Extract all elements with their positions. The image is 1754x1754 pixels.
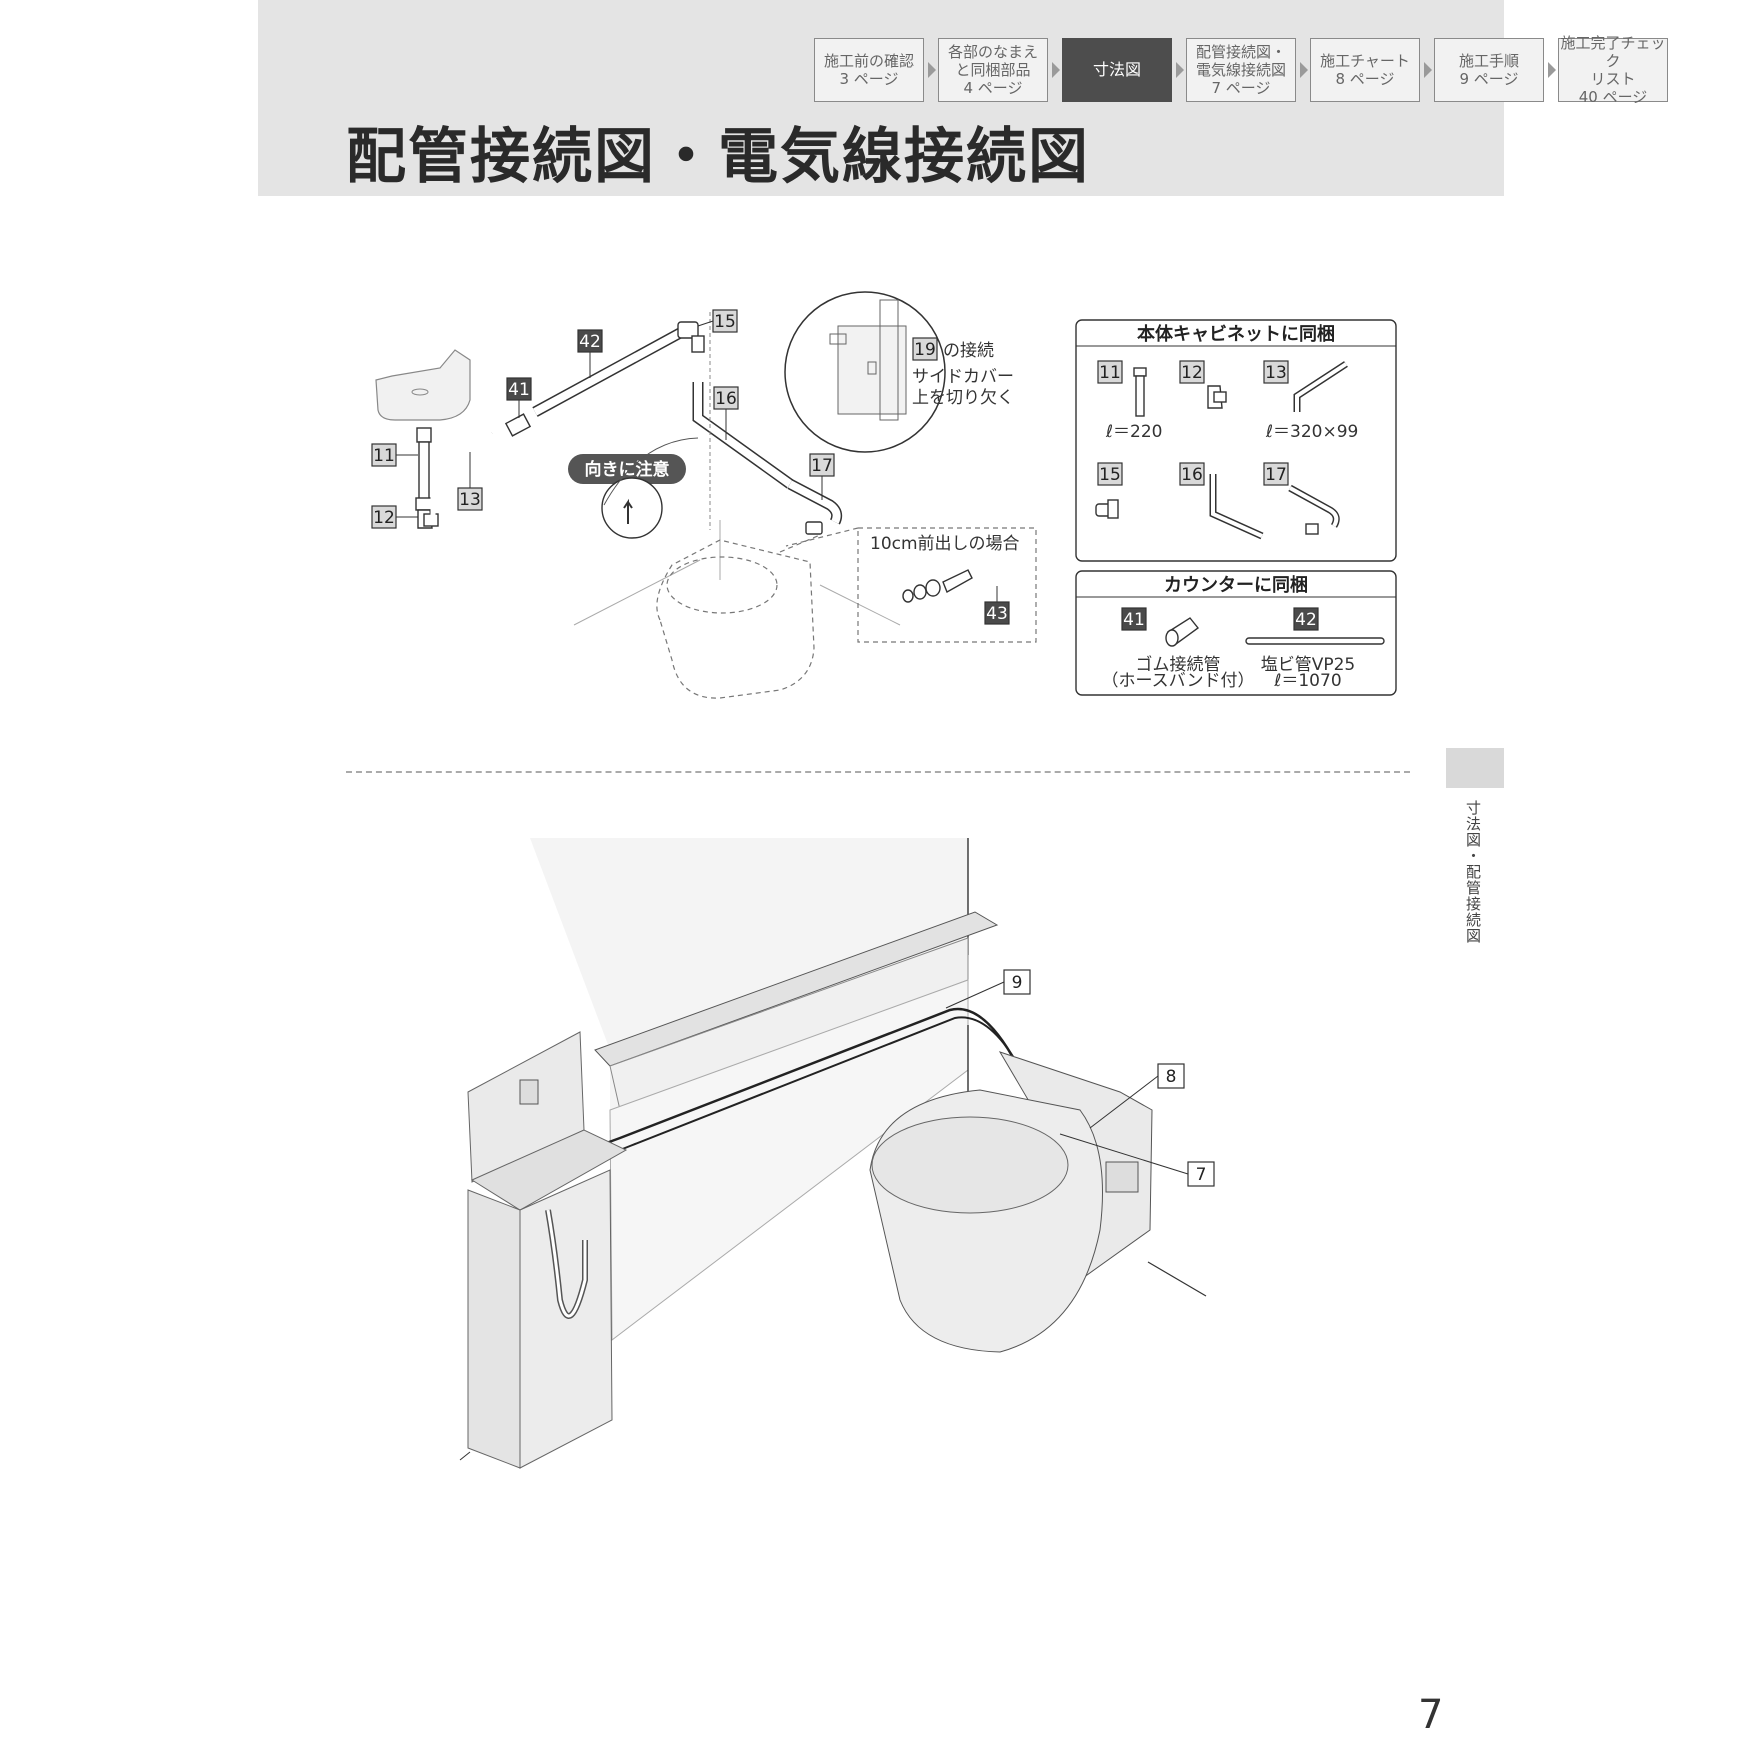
toilet-illustration [869, 1051, 1207, 1353]
panel-tag-13 [1263, 360, 1289, 384]
nav-step-part-names[interactable]: 各部のなまえ と同梱部品 4 ページ [938, 38, 1048, 102]
nav-step-dimensions[interactable]: 寸法図 [1062, 38, 1172, 102]
svg-text:41: 41 [508, 380, 530, 400]
nav-step-pre-check[interactable]: 施工前の確認 3 ページ [814, 38, 924, 102]
side-index-tab [1446, 748, 1504, 788]
panel-tag-12 [1179, 360, 1205, 384]
detail-note-line-3: 上を切り欠く [912, 388, 1014, 408]
callout-41: 41 [506, 377, 532, 418]
callout-19-label: 19 [914, 340, 936, 360]
caution-label: 向きに注意 [585, 459, 670, 480]
side-index-label: 寸法図・配管接続図 [1464, 800, 1482, 944]
svg-text:8: 8 [1166, 1067, 1177, 1087]
svg-text:42: 42 [579, 332, 601, 352]
cabinet-panel-title: 本体キャビネットに同梱 [1137, 323, 1335, 345]
chevron-right-icon [1052, 62, 1060, 78]
svg-text:9: 9 [1012, 973, 1023, 993]
part-42-name: 塩ビ管VP25 [1261, 655, 1356, 675]
part-15-elbow [677, 321, 705, 353]
part-17-elbow-pipe [787, 479, 843, 535]
sink-illustration [375, 349, 471, 421]
svg-text:16: 16 [715, 389, 737, 409]
detail-note-line-2: サイドカバー [912, 367, 1014, 387]
part-11-spec: ℓ＝220 [1105, 422, 1162, 442]
page-title: 配管接続図・電気線接続図 [346, 122, 1090, 192]
counter-parts-panel: カウンターに同梱 41 ゴム接続管 （ホースバンド付） 42 塩ビ管VP25 ℓ… [1075, 570, 1397, 696]
option-label: 10cm前出しの場合 [870, 534, 1020, 554]
nav-step-procedure[interactable]: 施工手順 9 ページ [1434, 38, 1544, 102]
callout-11: 11 [371, 443, 418, 467]
caution-badge: 向きに注意 [568, 437, 699, 539]
part-13-spec: ℓ＝320×99 [1265, 422, 1358, 442]
part-42-spec: ℓ＝1070 [1273, 671, 1341, 691]
section-divider [346, 771, 1410, 773]
callout-12: 12 [371, 505, 418, 529]
panel-tag-11 [1097, 360, 1123, 384]
panel-tag-42 [1293, 607, 1319, 631]
svg-text:16: 16 [1181, 465, 1203, 485]
part-41-rubber-joint [504, 413, 532, 437]
svg-text:42: 42 [1295, 610, 1317, 630]
panel-tag-16 [1179, 462, 1205, 486]
detail-note-line-1: の接続 [943, 341, 994, 361]
part-41-note: （ホースバンド付） [1102, 671, 1255, 691]
callout-19 [912, 337, 938, 361]
callout-8: 8 [1089, 1063, 1185, 1129]
callout-15: 15 [697, 309, 738, 333]
svg-text:17: 17 [1265, 465, 1287, 485]
panel-tag-17 [1263, 462, 1289, 486]
part-16-l-pipe [692, 382, 794, 489]
svg-text:15: 15 [714, 312, 736, 332]
piping-connection-diagram: 向きに注意 19 の接続 サイドカバー 上を切り欠く 10cm前出しの場合 11… [371, 291, 1397, 699]
svg-text:11: 11 [1099, 363, 1121, 383]
toilet-outline [656, 534, 821, 699]
callout-13: 13 [457, 452, 483, 511]
svg-text:7: 7 [1196, 1165, 1207, 1185]
panel-tag-41 [1121, 607, 1147, 631]
chevron-right-icon [1176, 62, 1184, 78]
chevron-right-icon [1300, 62, 1308, 78]
hand-wash-counter [459, 1031, 628, 1469]
svg-text:41: 41 [1123, 610, 1145, 630]
chevron-right-icon [1548, 62, 1556, 78]
wiring-installation-diagram: 9 8 7 [459, 838, 1215, 1469]
callout-9: 9 [945, 969, 1031, 1009]
nav-step-connection-diagram[interactable]: 配管接続図・ 電気線接続図 7 ページ [1186, 38, 1296, 102]
chevron-right-icon [928, 62, 936, 78]
part-41-name: ゴム接続管 [1136, 654, 1221, 675]
cabinet-parts-panel: 本体キャビネットに同梱 11 ℓ＝220 12 13 ℓ＝320×99 15 1… [1075, 319, 1397, 562]
chevron-right-icon [1424, 62, 1432, 78]
panel-tag-15 [1097, 462, 1123, 486]
svg-text:11: 11 [373, 446, 395, 466]
callout-16: 16 [713, 386, 739, 440]
page-header: 施工前の確認 3 ページ 各部のなまえ と同梱部品 4 ページ 寸法図 配管接続… [258, 0, 1668, 196]
callout-42: 42 [577, 329, 603, 378]
svg-text:12: 12 [373, 508, 395, 528]
callout-7: 7 [1059, 1133, 1215, 1187]
nav-step-checklist[interactable]: 施工完了チェック リスト 40 ページ [1558, 34, 1668, 106]
svg-text:13: 13 [459, 490, 481, 510]
part-11-pipe [415, 427, 433, 511]
callout-43: 43 [984, 586, 1010, 625]
page-number: 7 [1418, 1692, 1444, 1738]
callout-17: 17 [809, 453, 835, 500]
svg-text:13: 13 [1265, 363, 1287, 383]
detail-zoom-circle [784, 291, 946, 453]
counter-panel-title: カウンターに同梱 [1164, 574, 1308, 596]
option-10cm-box: 10cm前出しの場合 [785, 527, 1037, 643]
svg-text:17: 17 [811, 456, 833, 476]
nav-step-chart[interactable]: 施工チャート 8 ページ [1310, 38, 1420, 102]
svg-text:15: 15 [1099, 465, 1121, 485]
svg-text:43: 43 [986, 604, 1008, 624]
svg-text:12: 12 [1181, 363, 1203, 383]
